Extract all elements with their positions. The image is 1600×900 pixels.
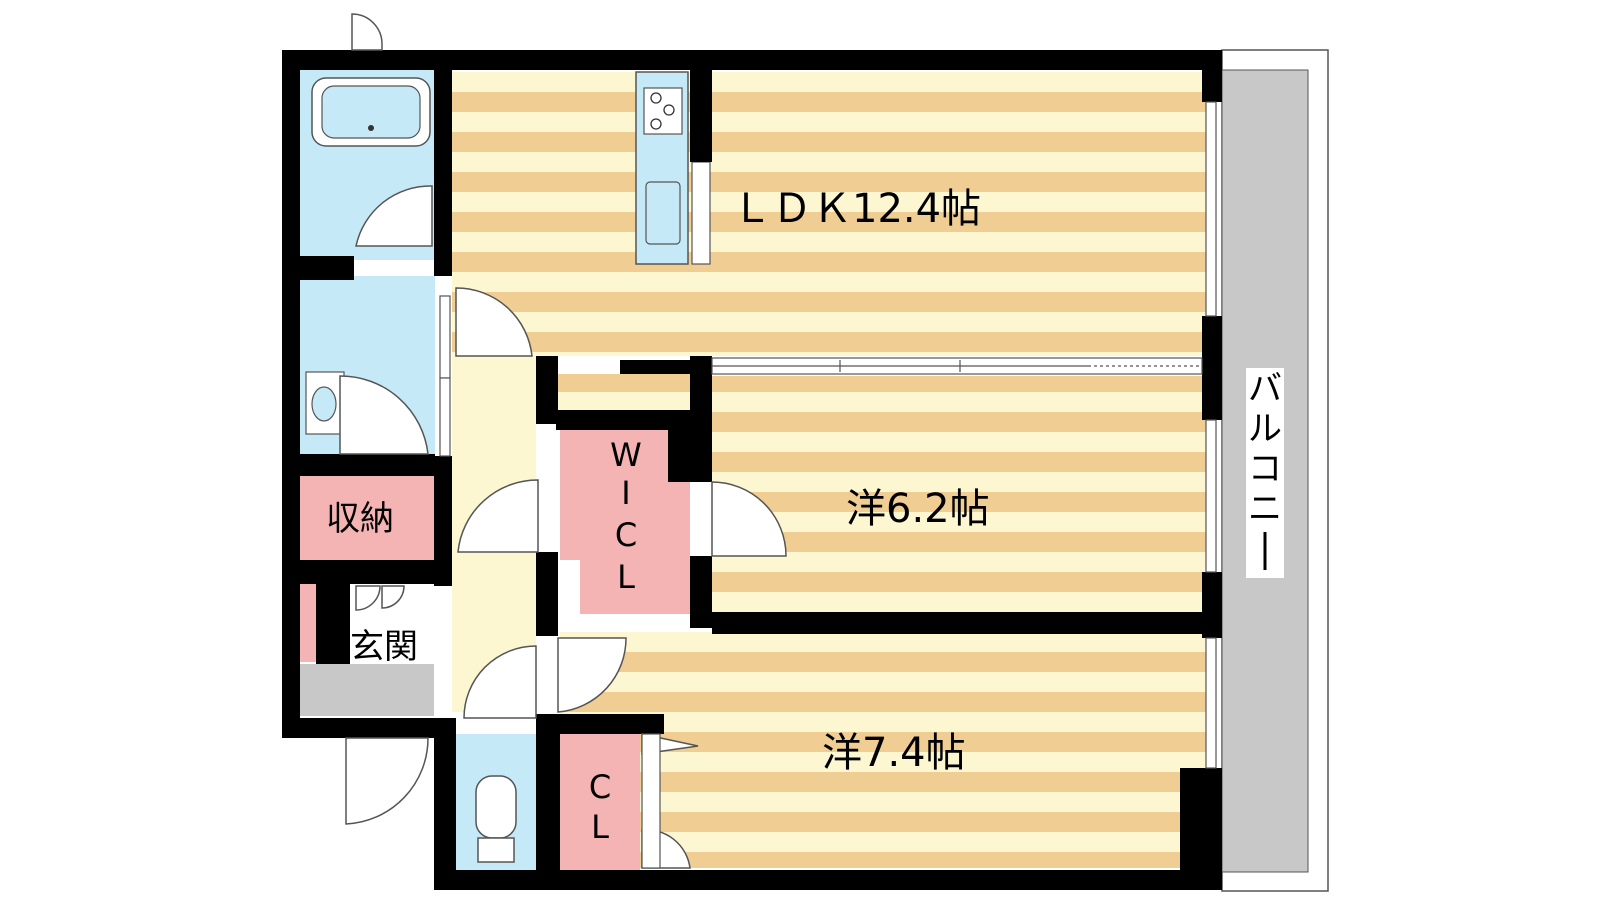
western1-label: 洋6.2帖 <box>846 486 990 532</box>
wic-label: W I C L <box>610 436 642 596</box>
entrance-label: 玄関 <box>350 627 418 667</box>
svg-text:ニ: ニ <box>1248 489 1282 529</box>
svg-text:バ: バ <box>1248 369 1282 409</box>
washroom-door <box>339 375 429 455</box>
balcony <box>1221 49 1329 892</box>
shoe-closet-door <box>355 585 381 611</box>
bathtub <box>311 77 431 147</box>
cl-area <box>560 734 640 870</box>
shoe-closet-door-2 <box>381 585 405 609</box>
storage-label: 収納 <box>326 499 394 539</box>
cl-label: C L <box>589 768 611 846</box>
entrance-exterior-door <box>345 737 429 825</box>
svg-text:コ: コ <box>1248 449 1282 489</box>
balcony-label: バ ル コ ニ <box>1246 368 1284 578</box>
wic-area <box>560 430 690 614</box>
corridor-wic-door <box>457 479 539 553</box>
ldk-floor <box>452 72 1208 356</box>
ldk-door <box>455 287 533 357</box>
kitchen-counter <box>635 71 711 265</box>
western1-floor <box>712 376 1208 614</box>
windows <box>439 101 1217 769</box>
cl-door-frame <box>641 733 661 869</box>
svg-text:C: C <box>589 768 611 806</box>
shoe-closet <box>300 584 320 662</box>
toilet <box>475 775 517 863</box>
western2-label: 洋7.4帖 <box>822 730 966 776</box>
svg-text:I: I <box>621 474 630 512</box>
svg-text:L: L <box>591 808 609 846</box>
door-swings <box>339 13 787 869</box>
svg-text:C: C <box>615 516 637 554</box>
sliding-partition <box>711 357 1203 375</box>
washbasin <box>305 371 345 435</box>
walls <box>282 50 1222 890</box>
western1-door <box>711 481 787 557</box>
svg-text:L: L <box>617 558 635 596</box>
svg-text:ル: ル <box>1248 409 1282 449</box>
western2-door <box>557 637 627 713</box>
svg-text:W: W <box>610 436 642 474</box>
front-exterior-door <box>351 13 383 51</box>
toilet-door <box>463 645 537 719</box>
storage-area <box>300 476 435 560</box>
wic-hall-floor <box>556 374 690 410</box>
bath-door <box>355 185 433 247</box>
ldk-label: ＬＤＫ12.4帖 <box>732 186 981 232</box>
entrance-floor <box>300 664 434 716</box>
